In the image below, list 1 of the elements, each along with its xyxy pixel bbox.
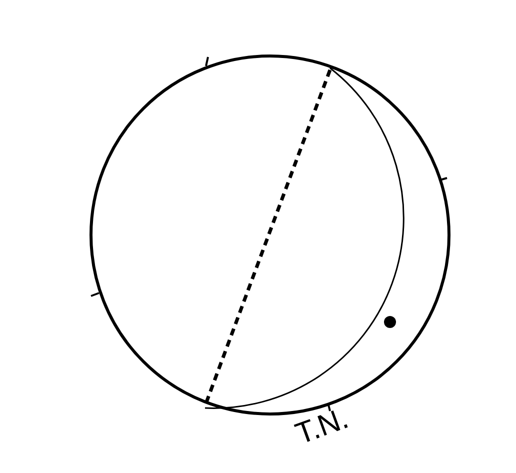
- true-north-label: T.N.: [291, 402, 354, 452]
